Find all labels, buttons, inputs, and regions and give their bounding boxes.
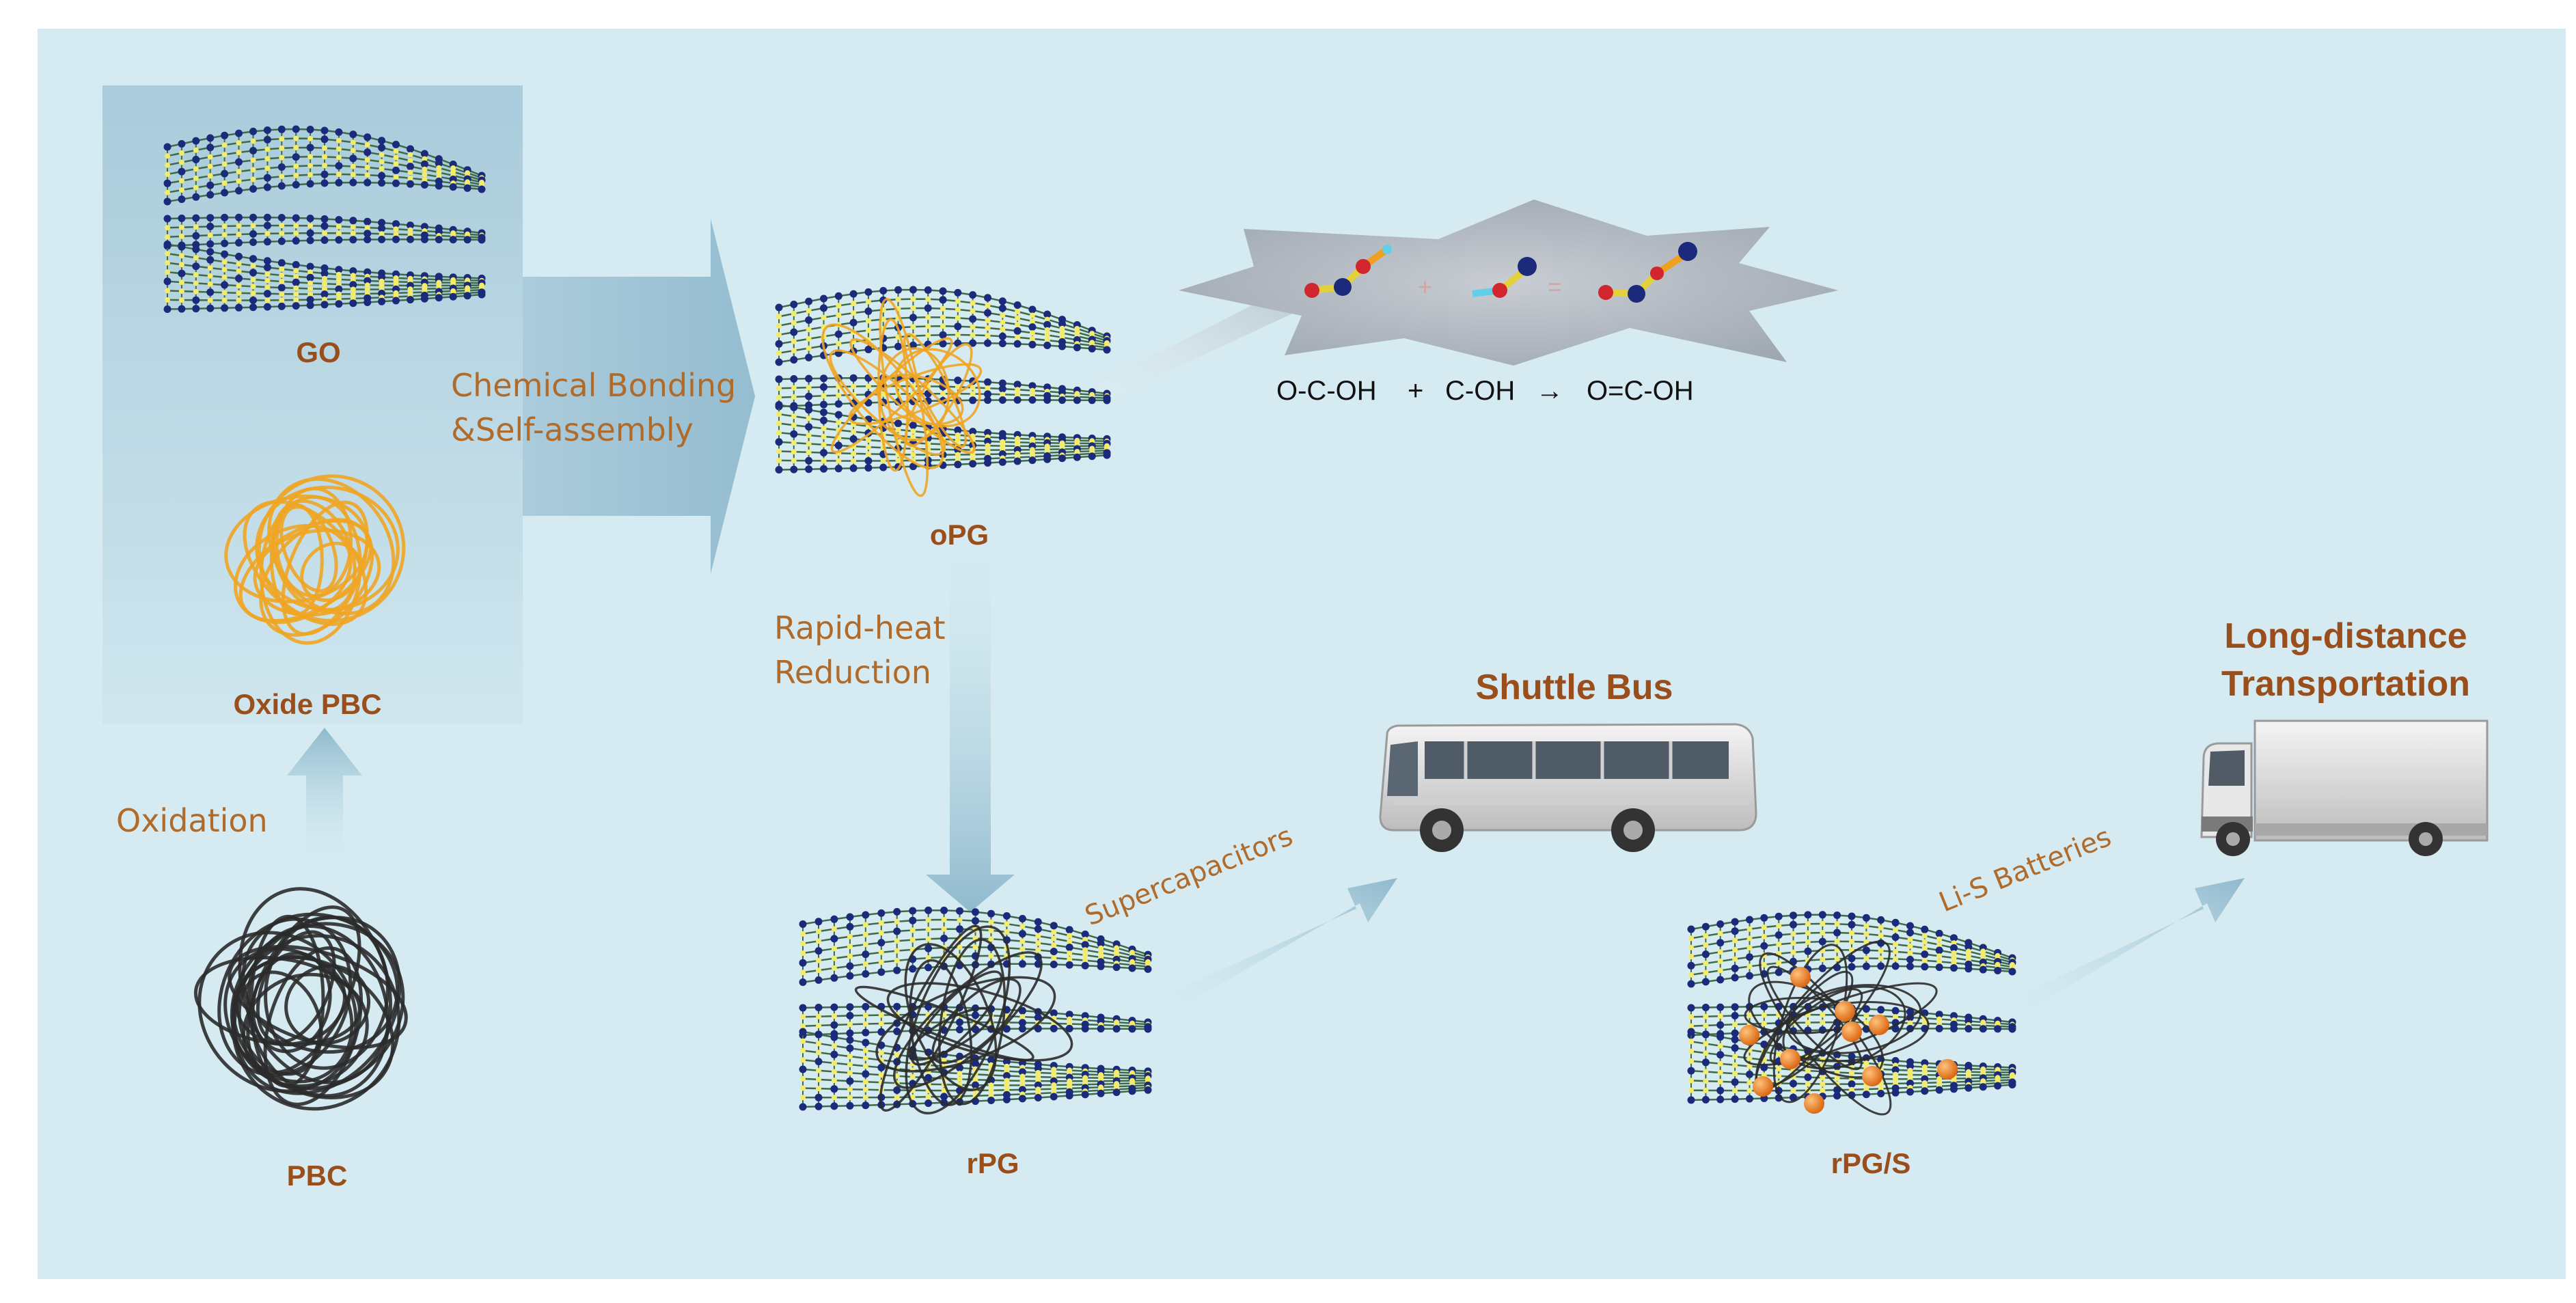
plus-sign-1: + — [1418, 273, 1432, 301]
battery-arrow — [2023, 878, 2245, 1008]
sulfur-particle-8 — [1804, 1093, 1824, 1114]
sulfur-particle-9 — [1753, 1076, 1773, 1097]
sulfur-particle-5 — [1780, 1049, 1800, 1069]
rpg-label: rPG — [966, 1147, 1019, 1179]
bonding-arrow — [523, 219, 755, 574]
pbc-label: PBC — [287, 1160, 348, 1192]
oxide-pbc-fiber-icon — [224, 474, 406, 645]
oxidation-arrow — [287, 728, 362, 858]
molecule-icon — [1598, 242, 1697, 303]
truck-icon — [2200, 719, 2489, 856]
chemical-bonding-label: Chemical Bonding — [451, 367, 736, 404]
sulfur-particle-4 — [1869, 1015, 1889, 1035]
pbc-fiber-icon — [193, 887, 408, 1111]
rpg-graphene-icon — [799, 906, 1152, 1115]
supercap-arrow — [1175, 878, 1397, 1004]
bus-icon — [1379, 723, 1757, 852]
reaction-reactant1: O-C-OH — [1276, 376, 1377, 406]
sulfur-particle-7 — [1937, 1059, 1958, 1080]
self-assembly-label: &Self-assembly — [451, 411, 694, 448]
sulfur-particle-2 — [1739, 1025, 1759, 1045]
reaction-arrow: → — [1536, 376, 1563, 406]
long-distance-label: Long-distance — [2224, 616, 2467, 656]
sulfur-particle-6 — [1862, 1066, 1882, 1086]
equals-sign: = — [1548, 273, 1562, 301]
zoom-beam — [1093, 287, 1298, 400]
molecule-icon — [1472, 257, 1537, 298]
rpgs-label: rPG/S — [1831, 1147, 1911, 1179]
oxide-pbc-label: Oxide PBC — [233, 688, 381, 720]
sulfur-particle-0 — [1790, 967, 1811, 987]
rapid-heat-label: Rapid-heat — [774, 609, 946, 646]
sulfur-particle-1 — [1835, 1001, 1855, 1021]
oxidation-label: Oxidation — [116, 802, 268, 839]
shuttle-bus-label: Shuttle Bus — [1476, 668, 1673, 707]
reaction-plus: + — [1408, 376, 1423, 406]
reaction-product: O=C-OH — [1587, 376, 1694, 406]
go-graphene-icon — [163, 125, 486, 313]
go-label: GO — [296, 336, 340, 368]
rpgs-graphene-icon — [1687, 911, 2016, 1116]
reduction-arrow — [926, 550, 1015, 912]
sulfur-particle-3 — [1841, 1021, 1862, 1042]
reaction-reactant2: C-OH — [1445, 376, 1515, 406]
reduction-label: Reduction — [774, 654, 931, 691]
molecule-icon — [1304, 245, 1392, 298]
opg-label: oPG — [930, 519, 989, 551]
transportation-label: Transportation — [2221, 664, 2470, 704]
opg-graphene-icon — [775, 286, 1111, 497]
